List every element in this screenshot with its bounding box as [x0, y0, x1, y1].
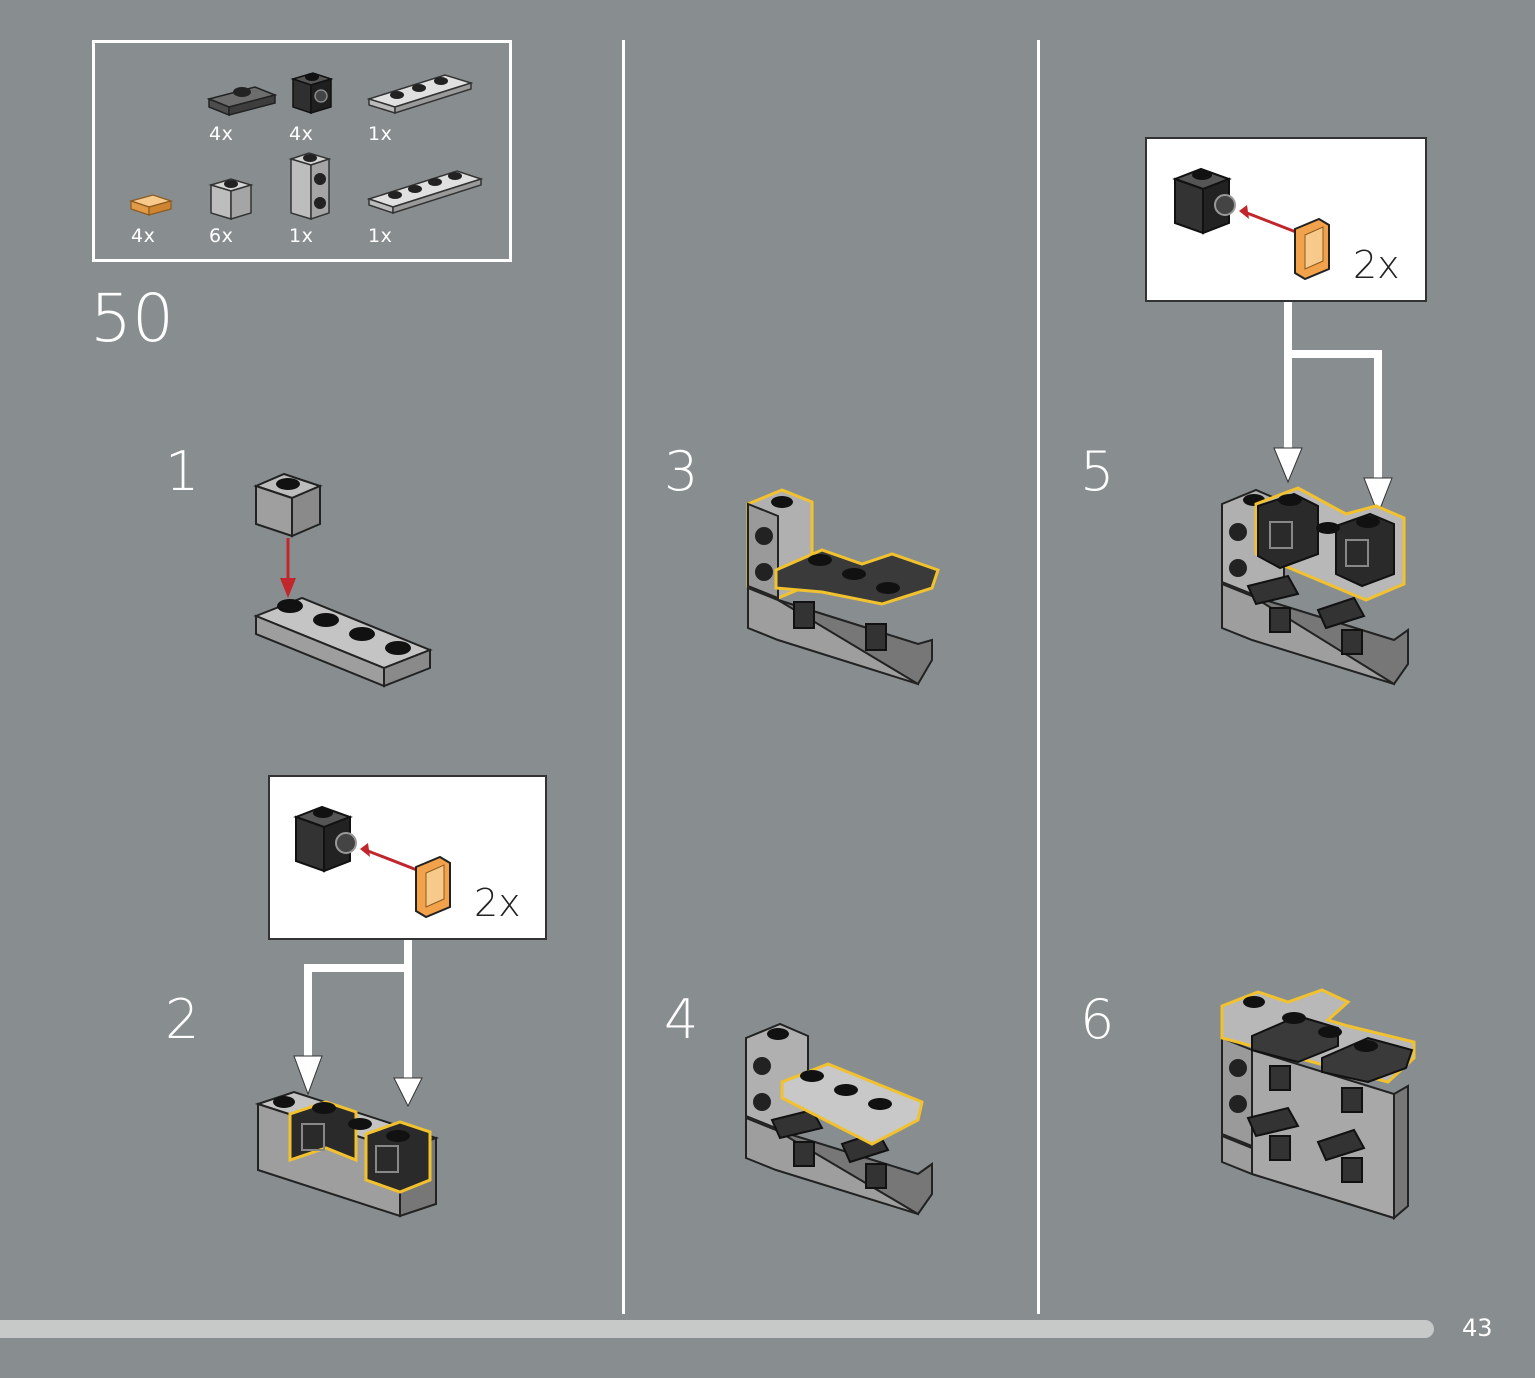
column-divider	[622, 40, 625, 1314]
step-number-4: 4	[664, 988, 699, 1051]
part-qty: 1x	[289, 225, 314, 247]
step-number-1: 1	[165, 440, 200, 503]
step-number-2: 2	[165, 988, 200, 1051]
orange-tile-1x1-icon	[128, 194, 174, 216]
step-number-3: 3	[664, 440, 699, 503]
parts-list-box: 4x 4x 1x 4x 6x 1x	[92, 40, 512, 262]
main-step-number: 50	[90, 280, 174, 357]
part-qty: 6x	[209, 225, 234, 247]
part-qty: 4x	[289, 123, 314, 145]
placement-arrows	[293, 940, 423, 1108]
column-divider	[1037, 40, 1040, 1314]
progress-bar	[0, 1320, 1434, 1338]
step-number-5: 5	[1080, 440, 1115, 503]
black-brick-1x1-stud-side-icon	[290, 72, 334, 115]
dark-plate-1x2-jumper-icon	[206, 86, 278, 117]
placement-arrows	[1273, 302, 1393, 516]
step-5-illustration	[1221, 486, 1409, 686]
part-qty: 1x	[368, 225, 393, 247]
part-qty: 4x	[131, 225, 156, 247]
subassembly-illustration	[1172, 167, 1330, 281]
gray-plate-1x3-icon	[366, 74, 474, 115]
callout-box-step-5: 2x	[1145, 137, 1427, 302]
step-2-illustration	[254, 1090, 440, 1218]
callout-box-step-2: 2x	[268, 775, 547, 940]
step-6-illustration	[1220, 988, 1416, 1221]
part-qty: 4x	[209, 123, 234, 145]
step-1-illustration	[253, 472, 433, 688]
callout-quantity: 2x	[474, 881, 521, 925]
callout-quantity: 2x	[1353, 243, 1400, 287]
part-qty: 1x	[368, 123, 393, 145]
subassembly-illustration	[293, 805, 451, 919]
gray-plate-1x4-icon	[366, 170, 484, 215]
step-4-illustration	[745, 1022, 933, 1216]
page-number: 43	[1462, 1314, 1493, 1342]
gray-brick-1x1x2-studs-side-icon	[288, 152, 332, 221]
gray-brick-1x1-icon	[208, 178, 254, 221]
step-number-6: 6	[1080, 988, 1115, 1051]
step-3-illustration	[746, 488, 940, 686]
